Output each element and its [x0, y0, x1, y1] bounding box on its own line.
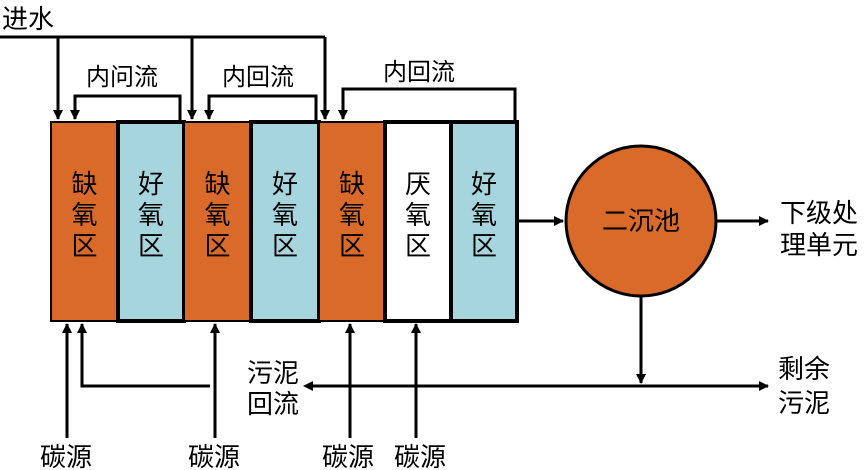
tank-label-char: 区	[138, 232, 164, 262]
tank-label-char: 好	[471, 170, 497, 200]
tank-label-char: 缺	[339, 170, 365, 200]
tank-label-char: 缺	[71, 170, 97, 200]
recycle-label-3: 内回流	[383, 58, 455, 86]
sludge-return-line	[77, 323, 210, 388]
tank-label-char: 氧	[272, 201, 298, 231]
tank-aerobic-4: 好氧区	[249, 120, 321, 323]
tank-label-char: 区	[339, 232, 365, 262]
sludge-return-label-line2: 回流	[247, 390, 299, 420]
tank-body	[383, 120, 453, 323]
tank-label-char: 氧	[71, 201, 97, 231]
excess-sludge-label-line1: 剩余	[778, 355, 830, 385]
internal-recycle-3: 内回流	[338, 58, 517, 122]
internal-recycle-1: 内问流	[70, 63, 182, 122]
tank-body	[183, 121, 252, 322]
carbon-source-label-3: 碳源	[322, 443, 374, 470]
clarifier-label: 二沉池	[602, 207, 680, 237]
carbon-source-label-4: 碳源	[394, 443, 446, 470]
tank-aerobic-2: 好氧区	[116, 120, 186, 323]
tank-label-char: 区	[204, 232, 230, 262]
tank-anoxic-1: 缺氧区	[50, 121, 119, 322]
tank-label-char: 区	[471, 232, 497, 262]
tank-label-char: 厌	[405, 170, 431, 200]
internal-recycle-2: 内回流	[204, 63, 318, 122]
excess-sludge-label-line2: 污泥	[778, 389, 830, 419]
tank-anoxic-5: 缺氧区	[318, 121, 386, 322]
tank-label-char: 区	[405, 232, 431, 262]
tank-anoxic-3: 缺氧区	[183, 121, 252, 322]
tank-anaerobic-6: 厌氧区	[383, 120, 453, 323]
tank-body	[116, 120, 186, 323]
next-unit-label-line2: 理单元	[780, 231, 858, 261]
tank-body	[249, 120, 321, 323]
tank-label-char: 氧	[405, 201, 431, 231]
tank-label-char: 区	[272, 232, 298, 262]
inlet-label: 进水	[2, 5, 54, 35]
tank-label-char: 缺	[204, 170, 230, 200]
tank-body	[50, 121, 119, 322]
tank-label-char: 氧	[138, 201, 164, 231]
tank-label-char: 氧	[339, 201, 365, 231]
recycle-label-2: 内回流	[222, 63, 294, 91]
tank-aerobic-7: 好氧区	[449, 120, 519, 323]
carbon-source-label-1: 碳源	[40, 443, 92, 470]
tank-label-char: 氧	[204, 201, 230, 231]
tank-label-char: 好	[138, 170, 164, 200]
tank-label-char: 区	[71, 232, 97, 262]
next-unit-label-line1: 下级处	[780, 199, 858, 229]
inlet-feed-line	[0, 35, 330, 120]
tank-label-char: 好	[272, 170, 298, 200]
tank-label-char: 氧	[471, 201, 497, 231]
carbon-source-label-2: 碳源	[188, 443, 240, 470]
recycle-label-1: 内问流	[86, 63, 158, 91]
sludge-return-label-line1: 污泥	[247, 359, 299, 389]
